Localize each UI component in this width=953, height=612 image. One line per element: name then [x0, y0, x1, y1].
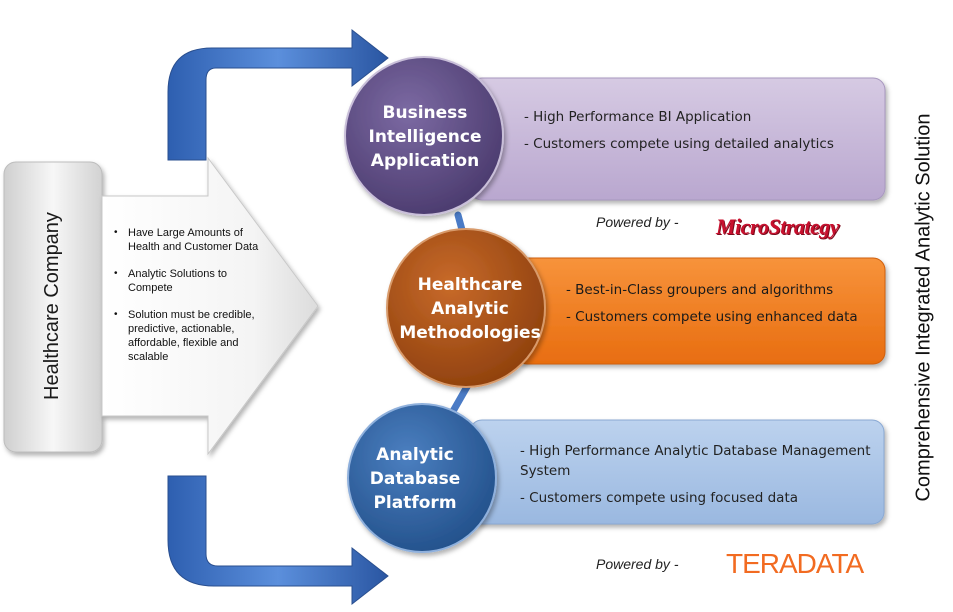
box-item: - Customers compete using focused data	[520, 490, 799, 506]
top-curved-arrow	[167, 28, 389, 161]
box-item: - High Performance BI Application	[524, 109, 752, 125]
database-circle	[347, 403, 497, 553]
bi-box-text: - High Performance BI Application - Cust…	[524, 107, 874, 161]
database-box-text: - High Performance Analytic Database Man…	[520, 441, 875, 515]
requirement-item: Solution must be credible, predictive, a…	[112, 308, 272, 364]
powered-by-label: Powered by -	[596, 556, 679, 572]
company-label-text: Healthcare Company	[41, 212, 63, 400]
box-item: - Customers compete using detailed analy…	[524, 136, 834, 152]
side-title: Comprehensive Integrated Analytic Soluti…	[906, 80, 942, 535]
box-item: - Customers compete using enhanced data	[566, 309, 858, 325]
company-label: Healthcare Company	[2, 160, 102, 452]
microstrategy-logo: MicroStrategy	[716, 214, 840, 239]
methodologies-box-text: - Best-in-Class groupers and algorithms …	[566, 280, 866, 334]
requirements-list: Have Large Amounts of Health and Custome…	[112, 226, 272, 377]
teradata-logo: TERADATA	[726, 548, 864, 579]
powered-by-label: Powered by -	[596, 214, 679, 230]
bi-circle	[344, 56, 504, 216]
methodologies-circle	[386, 228, 546, 388]
requirement-item: Have Large Amounts of Health and Custome…	[112, 226, 272, 254]
box-item: - High Performance Analytic Database Man…	[520, 443, 871, 479]
bottom-curved-arrow	[167, 475, 389, 606]
bi-circle-title: Business Intelligence Application	[368, 103, 482, 171]
methodologies-circle-title: Healthcare Analytic Methodologies	[399, 275, 541, 343]
side-title-text: Comprehensive Integrated Analytic Soluti…	[912, 113, 935, 502]
box-item: - Best-in-Class groupers and algorithms	[566, 282, 834, 298]
requirement-item: Analytic Solutions to Compete	[112, 267, 272, 295]
database-circle-title: Analytic Database Platform	[369, 445, 461, 513]
